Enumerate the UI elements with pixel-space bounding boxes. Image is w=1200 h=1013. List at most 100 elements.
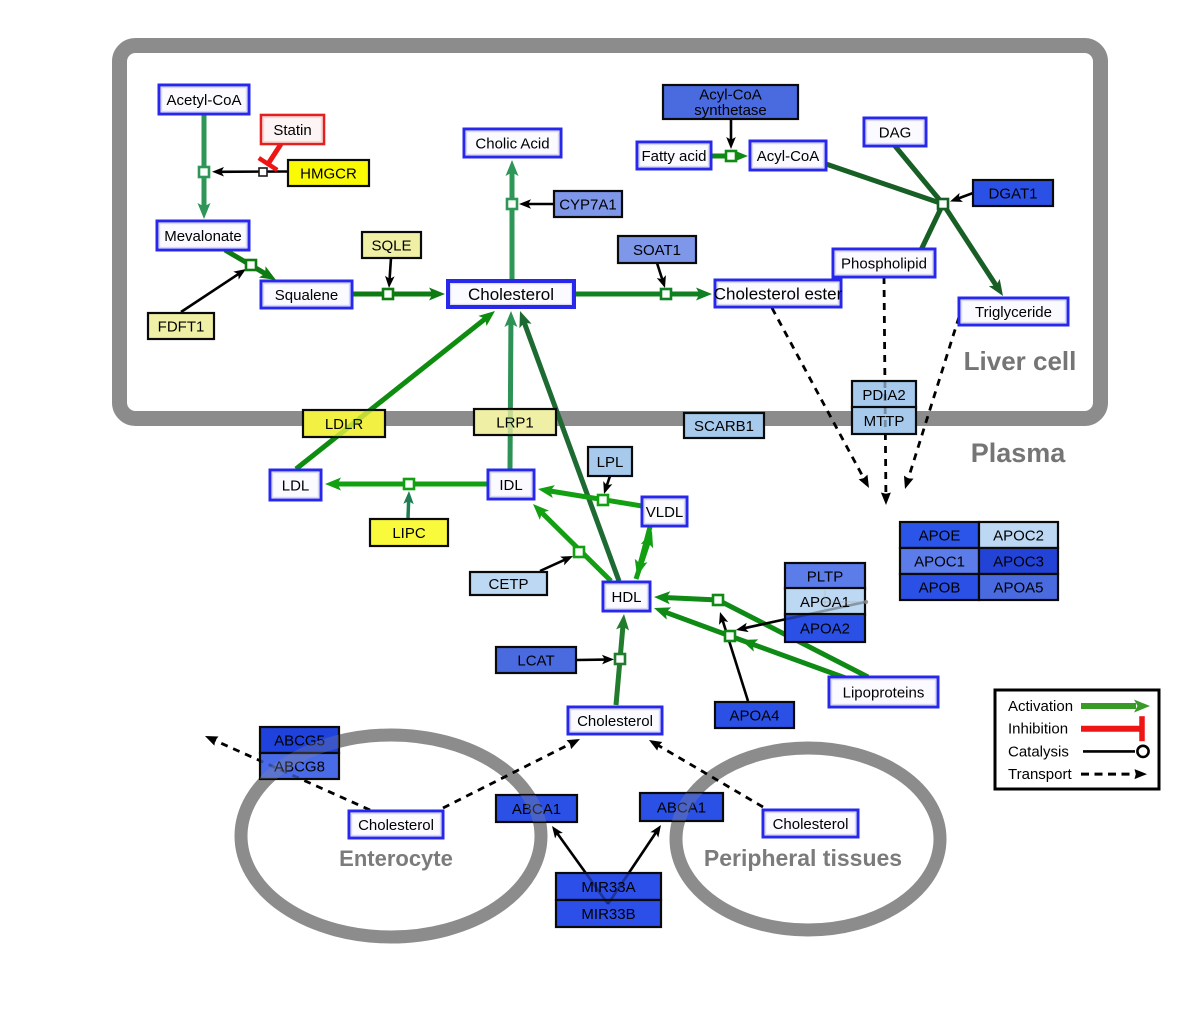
arrowhead bbox=[233, 269, 246, 280]
node-box-sqle bbox=[360, 230, 423, 260]
node-abcg8[interactable]: ABCG8 bbox=[258, 751, 341, 781]
node-box-apoc3 bbox=[977, 546, 1060, 576]
node-chol_entero[interactable]: Cholesterol bbox=[347, 809, 445, 840]
node-innerring-fatty_acid bbox=[638, 144, 709, 168]
arrowhead bbox=[1134, 769, 1147, 780]
node-pltp[interactable]: PLTP bbox=[783, 561, 867, 591]
node-cetp[interactable]: CETP bbox=[468, 570, 549, 597]
arrowhead bbox=[988, 279, 1003, 296]
node-acyl_coa[interactable]: Acyl-CoA bbox=[748, 139, 828, 172]
edge-d4 bbox=[211, 737, 371, 812]
node-label-chol_periph: Cholesterol bbox=[773, 816, 849, 833]
anchor-a5 bbox=[659, 287, 673, 301]
node-box-squalene bbox=[259, 279, 354, 310]
arrowhead bbox=[504, 311, 518, 328]
node-acetyl_coa[interactable]: Acetyl-CoA bbox=[157, 83, 251, 116]
anchor-a1 bbox=[197, 165, 211, 179]
legend-catalysis-circle bbox=[1136, 744, 1150, 759]
node-phospholipid[interactable]: Phospholipid bbox=[831, 247, 937, 279]
node-pdia2[interactable]: PDIA2 bbox=[850, 379, 918, 410]
node-mir33b[interactable]: MIR33B bbox=[554, 898, 663, 929]
node-dgat1[interactable]: DGAT1 bbox=[971, 178, 1055, 208]
node-label-dgat1: DGAT1 bbox=[989, 185, 1038, 202]
node-fdft1[interactable]: FDFT1 bbox=[146, 311, 216, 341]
node-cholic_acid[interactable]: Cholic Acid bbox=[462, 127, 563, 159]
node-innerring-hdl bbox=[604, 583, 648, 609]
node-innerring-chol_entero bbox=[351, 812, 442, 836]
node-lrp1[interactable]: LRP1 bbox=[472, 407, 558, 437]
edge-k12 bbox=[798, 600, 865, 615]
node-chol_ester[interactable]: Cholesterol ester bbox=[713, 278, 843, 309]
node-lpl[interactable]: LPL bbox=[586, 445, 634, 478]
overlay-on-mir33a bbox=[609, 873, 631, 900]
node-box-lpl bbox=[586, 445, 634, 478]
node-box-cyp7a1 bbox=[552, 189, 624, 219]
node-apoa2[interactable]: APOA2 bbox=[783, 612, 867, 644]
node-label-soat1: SOAT1 bbox=[633, 242, 681, 259]
node-box-acyl_coa bbox=[748, 139, 828, 172]
node-apob[interactable]: APOB bbox=[898, 572, 981, 602]
node-ldlr[interactable]: LDLR bbox=[301, 408, 387, 439]
node-label-apoa5: APOA5 bbox=[993, 579, 1043, 596]
node-cyp7a1[interactable]: CYP7A1 bbox=[552, 189, 624, 219]
node-sqle[interactable]: SQLE bbox=[360, 230, 423, 260]
node-apoc2[interactable]: APOC2 bbox=[977, 520, 1060, 550]
node-box-dgat1 bbox=[971, 178, 1055, 208]
node-triglyceride[interactable]: Triglyceride bbox=[957, 296, 1070, 327]
node-scarb1[interactable]: SCARB1 bbox=[682, 411, 766, 440]
node-innerring-phospholipid bbox=[834, 251, 933, 276]
node-squalene[interactable]: Squalene bbox=[259, 279, 354, 310]
edge-k8 bbox=[605, 475, 612, 487]
node-lcat[interactable]: LCAT bbox=[494, 645, 578, 675]
node-innerring-mevalonate bbox=[159, 223, 248, 249]
node-apoc1[interactable]: APOC1 bbox=[898, 546, 981, 576]
node-idl[interactable]: IDL bbox=[486, 468, 536, 501]
node-label-apoc2: APOC2 bbox=[993, 527, 1044, 544]
node-chol_periph[interactable]: Cholesterol bbox=[761, 808, 860, 839]
node-box-hdl bbox=[601, 580, 652, 613]
legend-label-inhibition: Inhibition bbox=[1008, 721, 1068, 738]
node-ldl[interactable]: LDL bbox=[268, 468, 323, 502]
arrowhead bbox=[603, 481, 613, 494]
node-label-mir33b: MIR33B bbox=[581, 906, 635, 923]
node-chol_liver[interactable]: Cholesterol bbox=[446, 279, 576, 309]
node-vldl[interactable]: VLDL bbox=[640, 495, 689, 528]
node-label-acyl_coa: Acyl-CoA bbox=[757, 148, 820, 165]
node-mttp[interactable]: MTTP bbox=[850, 405, 918, 436]
anchor-a4 bbox=[505, 197, 519, 211]
node-soat1[interactable]: SOAT1 bbox=[616, 234, 698, 265]
node-box-chol_liver bbox=[446, 279, 576, 309]
arrowhead bbox=[566, 739, 580, 750]
node-apoc3[interactable]: APOC3 bbox=[977, 546, 1060, 576]
node-abca1_r[interactable]: ABCA1 bbox=[638, 791, 725, 823]
node-box-fatty_acid bbox=[635, 140, 713, 171]
node-label-mir33a: MIR33A bbox=[581, 879, 635, 896]
node-apoa4[interactable]: APOA4 bbox=[713, 700, 796, 730]
node-mir33a[interactable]: MIR33A bbox=[554, 871, 663, 902]
node-label-scarb1: SCARB1 bbox=[694, 418, 754, 435]
edge-k12 bbox=[785, 614, 816, 621]
node-hmgcr[interactable]: HMGCR bbox=[286, 158, 371, 188]
node-statin[interactable]: Statin bbox=[259, 113, 326, 146]
node-abca1_l[interactable]: ABCA1 bbox=[494, 793, 579, 824]
node-label-vldl: VLDL bbox=[646, 504, 684, 521]
node-box-chol_plasma bbox=[566, 705, 664, 736]
node-lipoproteins[interactable]: Lipoproteins bbox=[827, 675, 940, 709]
arrowhead bbox=[429, 287, 445, 301]
node-mevalonate[interactable]: Mevalonate bbox=[155, 219, 251, 252]
node-label-lipc: LIPC bbox=[392, 525, 426, 542]
node-label-chol_entero: Cholesterol bbox=[358, 817, 434, 834]
node-apoa1[interactable]: APOA1 bbox=[783, 586, 867, 617]
anchor-a9 bbox=[596, 493, 610, 507]
node-lipc[interactable]: LIPC bbox=[368, 517, 450, 548]
node-label-sqle: SQLE bbox=[371, 237, 411, 254]
node-chol_plasma[interactable]: Cholesterol bbox=[566, 705, 664, 736]
arrowhead bbox=[197, 203, 211, 219]
node-apoa5[interactable]: APOA5 bbox=[977, 572, 1060, 602]
node-hdl[interactable]: HDL bbox=[601, 580, 652, 613]
node-apoe[interactable]: APOE bbox=[898, 520, 981, 550]
node-fatty_acid[interactable]: Fatty acid bbox=[635, 140, 713, 171]
node-dag[interactable]: DAG bbox=[862, 116, 928, 148]
